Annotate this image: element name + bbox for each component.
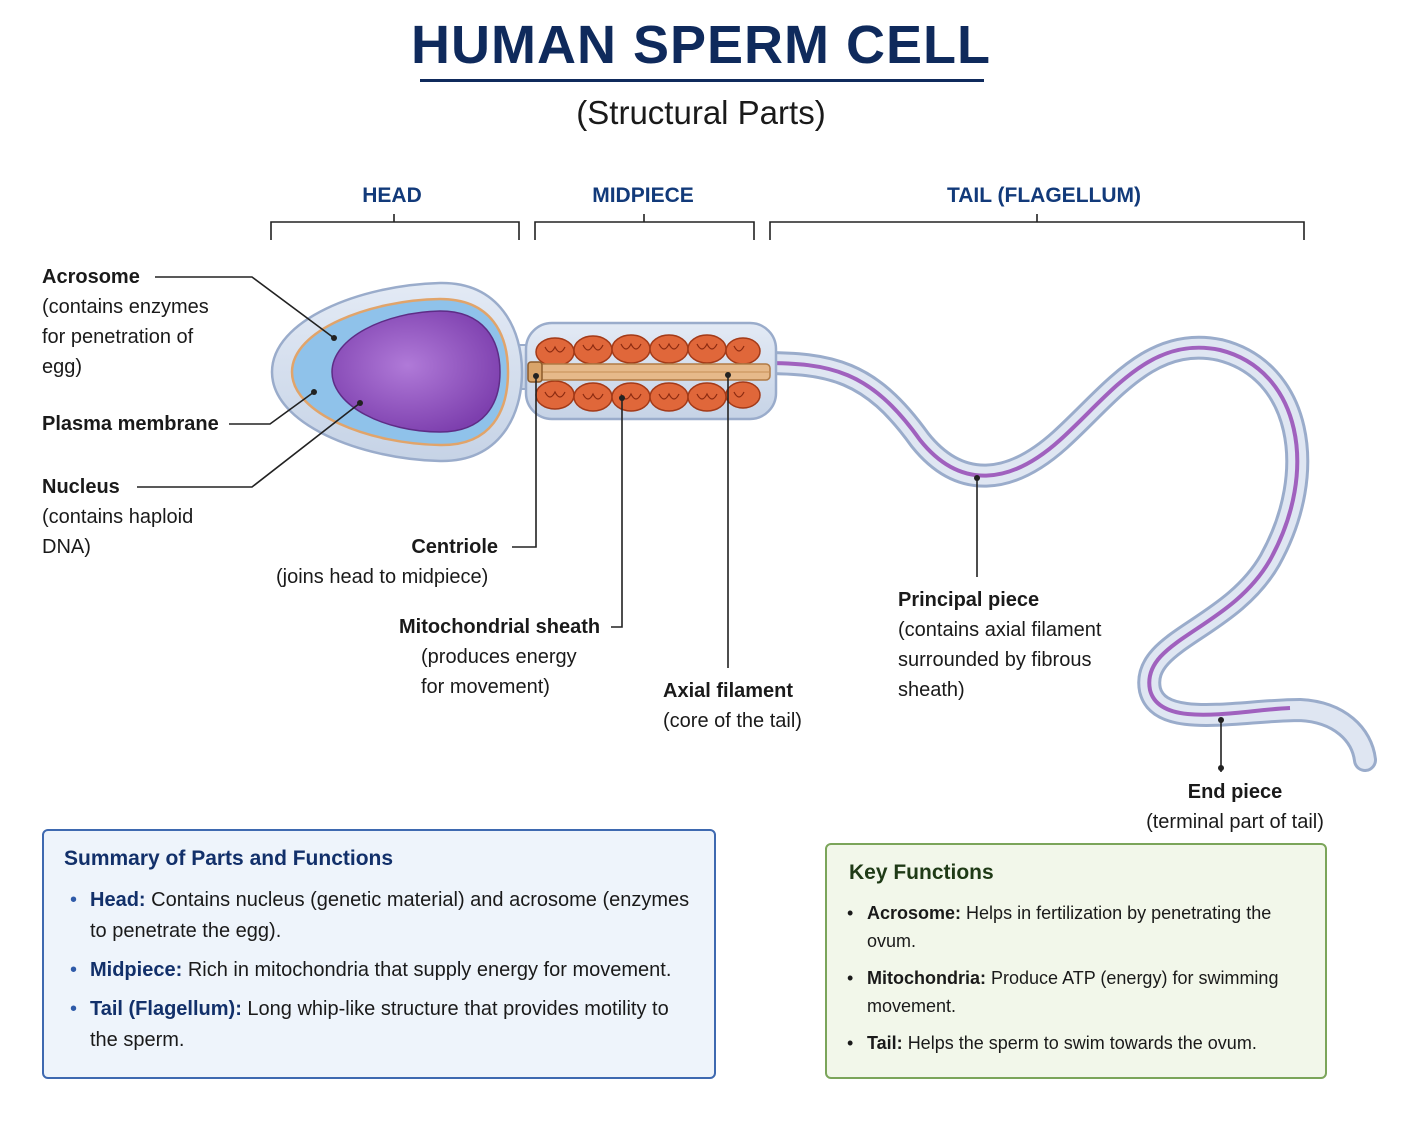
nucleus-label: Nucleus (contains haploid DNA) [42,472,193,562]
summary-list: Head: Contains nucleus (genetic material… [68,885,698,1064]
key-function-item-tail: Tail: Helps the sperm to swim towards th… [845,1029,1305,1057]
plasma-membrane-label: Plasma membrane [42,409,219,439]
acrosome-label: Acrosome (contains enzymes for penetrati… [42,262,209,382]
mitochondrial-sheath-label-line: for movement) [421,676,550,698]
centriole-label-line: (joins head to midpiece) [276,566,489,588]
centriole-leader [512,376,537,548]
summary-text: Contains nucleus (genetic material) and … [90,889,690,942]
key-function-text: Helps the sperm to swim towards the ovum… [907,1033,1257,1053]
centriole [527,361,543,383]
mitochondrial-sheath-label: Mitochondrial sheath (produces energy fo… [399,612,600,702]
section-tail-label: TAIL (FLAGELLUM) [946,184,1141,207]
leader-lines [137,276,1222,772]
acrosome-label-line: egg) [42,356,83,378]
key-function-term: Acrosome: [867,903,962,923]
plasma-membrane-leader [229,391,315,425]
section-head-label: HEAD [362,184,422,207]
summary-heading: Summary of Parts and Functions [64,847,394,870]
end-piece-label-name: End piece [1187,781,1283,803]
principal-piece-label-line: surrounded by fibrous [898,649,1092,671]
axial-filament-label-line: (core of the tail) [663,710,802,732]
mitochondria-cristae [544,342,745,400]
leader-dots [311,335,1224,771]
summary-text: Rich in mitochondria that supply energy … [187,959,672,981]
axial-filament-label-name: Axial filament [663,680,794,702]
acrosome-label-line: for penetration of [42,326,194,348]
end-piece-label: End piece (terminal part of tail) [1120,777,1350,837]
acrosome-label-line: (contains enzymes [42,296,209,318]
acrosome-label-name: Acrosome [42,266,140,288]
summary-item-midpiece: Midpiece: Rich in mitochondria that supp… [68,955,698,986]
nucleus-label-line: DNA) [42,536,91,558]
mitochondrial-sheath-label-name: Mitochondrial sheath [399,616,601,638]
summary-item-head: Head: Contains nucleus (genetic material… [68,885,698,947]
key-function-term: Tail: [867,1033,903,1053]
nucleus [331,310,501,433]
section-midpiece-label: MIDPIECE [592,184,694,207]
end-piece-label-line: (terminal part of tail) [1146,811,1324,833]
mitochondrial-sheath-label-line: (produces energy [421,646,577,668]
principal-piece-label-line: (contains axial filament [898,619,1102,641]
mitochondrial-sheath-leader [611,398,623,628]
tail-flagellum [748,335,1377,772]
nucleus-label-name: Nucleus [42,476,120,498]
tail-bracket [769,214,1305,240]
summary-text: Long whip-like structure that provides m… [90,998,669,1051]
nucleus-label-line: (contains haploid [42,506,194,528]
summary-item-tail: Tail (Flagellum): Long whip-like structu… [68,994,698,1056]
axial-filament-label: Axial filament (core of the tail) [663,676,802,736]
principal-piece-label-line: sheath) [898,679,965,701]
head [270,281,524,463]
summary-term: Tail (Flagellum): [90,998,242,1020]
principal-piece-label: Principal piece (contains axial filament… [898,585,1101,705]
principal-piece-label-name: Principal piece [898,589,1040,611]
midpiece-bracket [534,214,755,240]
summary-box: Summary of Parts and Functions Head: Con… [42,829,716,1079]
key-function-item-mitochondria: Mitochondria: Produce ATP (energy) for s… [845,964,1305,1020]
plasma-membrane-label-name: Plasma membrane [42,413,219,435]
acrosome-leader [155,276,335,339]
key-functions-box: Key Functions Acrosome: Helps in fertili… [825,843,1327,1079]
page-subtitle: (Structural Parts) [576,94,826,131]
page-title: HUMAN SPERM CELL [411,15,991,75]
head-bracket [270,214,520,240]
midpiece [524,321,778,421]
key-functions-list: Acrosome: Helps in fertilization by pene… [845,899,1305,1066]
key-function-text: Produce ATP (energy) for swimming moveme… [867,968,1279,1016]
centriole-label-name: Centriole [411,536,498,558]
mitochondria-bottom [535,380,761,412]
key-function-term: Mitochondria: [867,968,986,988]
mitochondria-top [535,334,761,367]
key-function-item-acrosome: Acrosome: Helps in fertilization by pene… [845,899,1305,955]
summary-term: Head: [90,889,146,911]
title-underline [420,79,984,82]
centriole-label: Centriole (joins head to midpiece) [276,532,506,592]
nucleus-leader [137,402,361,488]
axial-filament-tail [761,345,1300,717]
section-brackets [270,214,1305,240]
key-function-text: Helps in fertilization by penetrating th… [867,903,1272,951]
key-functions-heading: Key Functions [849,861,994,884]
summary-term: Midpiece: [90,959,183,981]
